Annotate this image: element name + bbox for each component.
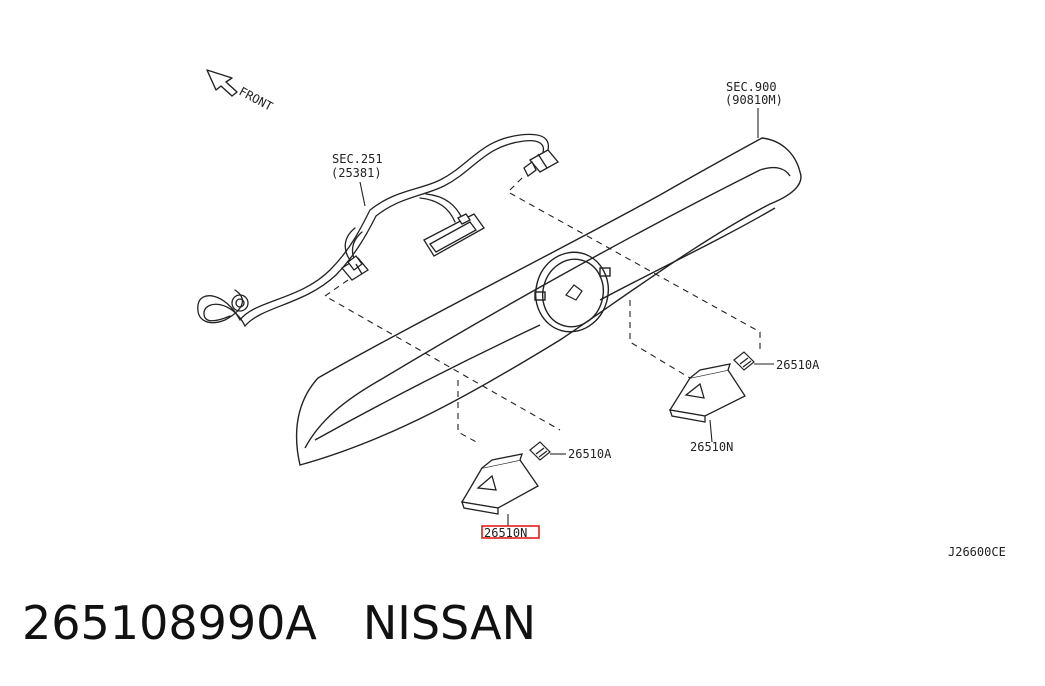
leader-lines [359, 108, 774, 526]
license-lamp-left [460, 453, 539, 515]
bulb-right-label: 26510A [776, 358, 820, 372]
part-title: 265108990A NISSAN [22, 596, 536, 650]
lamp-left-label: 26510N [484, 526, 527, 540]
lamp-right-label: 26510N [690, 440, 733, 454]
bulb-right [733, 351, 755, 371]
license-lamp-right [668, 363, 746, 423]
assembly-dashed-lines [323, 177, 761, 445]
sec900-label: SEC.900 [726, 80, 777, 94]
diagram-code: J26600CE [948, 545, 1006, 559]
bulb-left [529, 441, 551, 461]
part-number: 265108990A [22, 596, 317, 650]
highlighted-part-callout[interactable]: 26510N [481, 525, 540, 540]
front-label: FRONT [237, 84, 275, 113]
brand-name: NISSAN [362, 596, 536, 650]
sec251-label: SEC.251 [332, 152, 383, 166]
sec251-code: (25381) [331, 166, 382, 180]
front-direction-arrow: FRONT [206, 69, 275, 114]
bulb-left-label: 26510A [568, 447, 612, 461]
sec900-code: (90810M) [725, 93, 783, 107]
harness-connector-top [523, 149, 560, 177]
highlight-box [481, 525, 540, 539]
harness-clip [423, 213, 485, 257]
harness-connector-left [341, 255, 369, 281]
trunk-garnish [295, 137, 802, 466]
emblem [534, 251, 611, 333]
